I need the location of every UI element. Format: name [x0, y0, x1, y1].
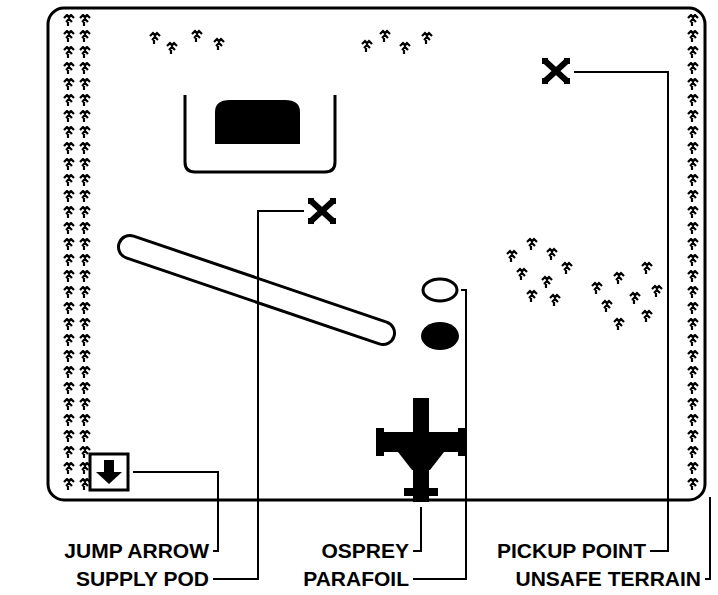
runway [130, 247, 383, 333]
terrain-column [62, 14, 94, 494]
osprey [376, 398, 466, 502]
supply-pod [308, 198, 336, 224]
pickup-point [542, 58, 570, 84]
runway [130, 247, 383, 333]
callout-label: PARAFOIL [302, 568, 410, 589]
shadow [421, 322, 459, 350]
building [215, 100, 300, 144]
jump-arrow [90, 454, 128, 490]
screen-border [48, 8, 705, 500]
callout-label: UNSAFE TERRAIN [514, 568, 702, 589]
leader-line [133, 72, 710, 579]
landing-pad [185, 95, 335, 172]
terrain-column [686, 14, 702, 494]
callout-label: JUMP ARROW [63, 540, 210, 561]
callout-label: OSPREY [320, 540, 410, 561]
parafoil [423, 279, 457, 301]
callout-label: SUPPLY POD [75, 568, 210, 589]
callout-label: PICKUP POINT [496, 540, 647, 561]
